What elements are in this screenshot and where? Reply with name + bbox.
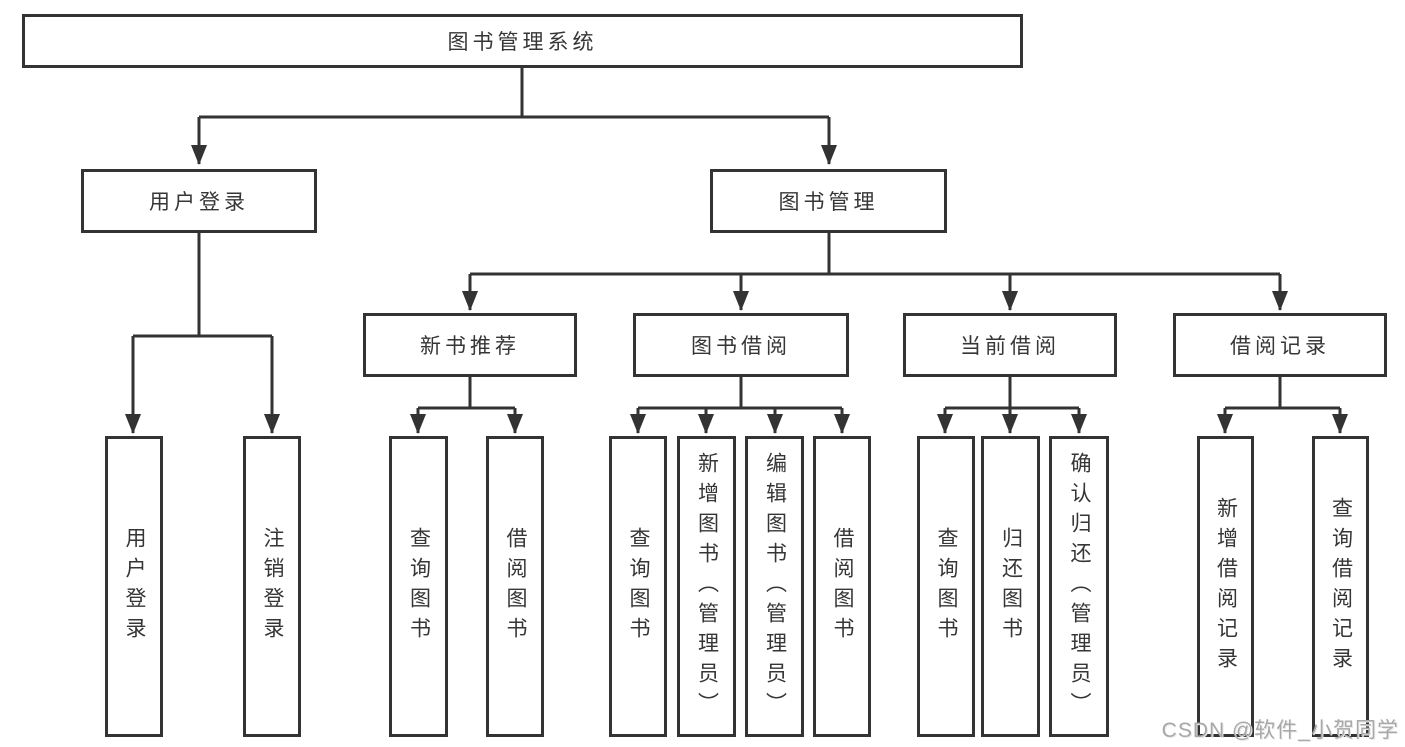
leaf-user-login: 用户登录 — [105, 436, 163, 737]
leaf-add-borrow-record: 新增借阅记录 — [1197, 436, 1254, 737]
connector-book-mgmt-branch — [462, 233, 1288, 311]
leaf-query-borrow-record: 查询借阅记录 — [1312, 436, 1369, 737]
leaf-edit-book-admin: 编辑图书（管理员） — [745, 436, 804, 737]
node-borrow-records: 借阅记录 — [1173, 313, 1387, 377]
csdn-watermark: CSDN @软件_小贺同学 — [1161, 719, 1399, 742]
leaf-query-books-current: 查询图书 — [917, 436, 975, 737]
connector-current-borrow-branch — [937, 377, 1087, 434]
node-user-login: 用户登录 — [81, 169, 317, 233]
connector-new-book-branch — [410, 377, 523, 434]
node-book-mgmt: 图书管理 — [710, 169, 947, 233]
leaf-confirm-return-admin: 确认归还（管理员） — [1049, 436, 1109, 737]
leaf-query-books-borrow: 查询图书 — [609, 436, 667, 737]
leaf-query-books-recommend: 查询图书 — [389, 436, 448, 737]
connector-borrow-records-branch — [1217, 377, 1348, 434]
leaf-borrow-books-recommend: 借阅图书 — [486, 436, 544, 737]
node-new-book-recommend: 新书推荐 — [363, 313, 577, 377]
leaf-return-book: 归还图书 — [981, 436, 1040, 737]
node-book-borrow: 图书借阅 — [633, 313, 849, 377]
connector-root-to-level2 — [191, 68, 837, 165]
leaf-logout: 注销登录 — [243, 436, 301, 737]
connector-book-borrow-branch — [630, 377, 850, 434]
node-current-borrow: 当前借阅 — [903, 313, 1117, 377]
node-root-system: 图书管理系统 — [22, 14, 1023, 68]
leaf-add-book-admin: 新增图书（管理员） — [677, 436, 736, 737]
leaf-borrow-books-borrow: 借阅图书 — [813, 436, 871, 737]
connector-user-login-branch — [125, 233, 280, 434]
